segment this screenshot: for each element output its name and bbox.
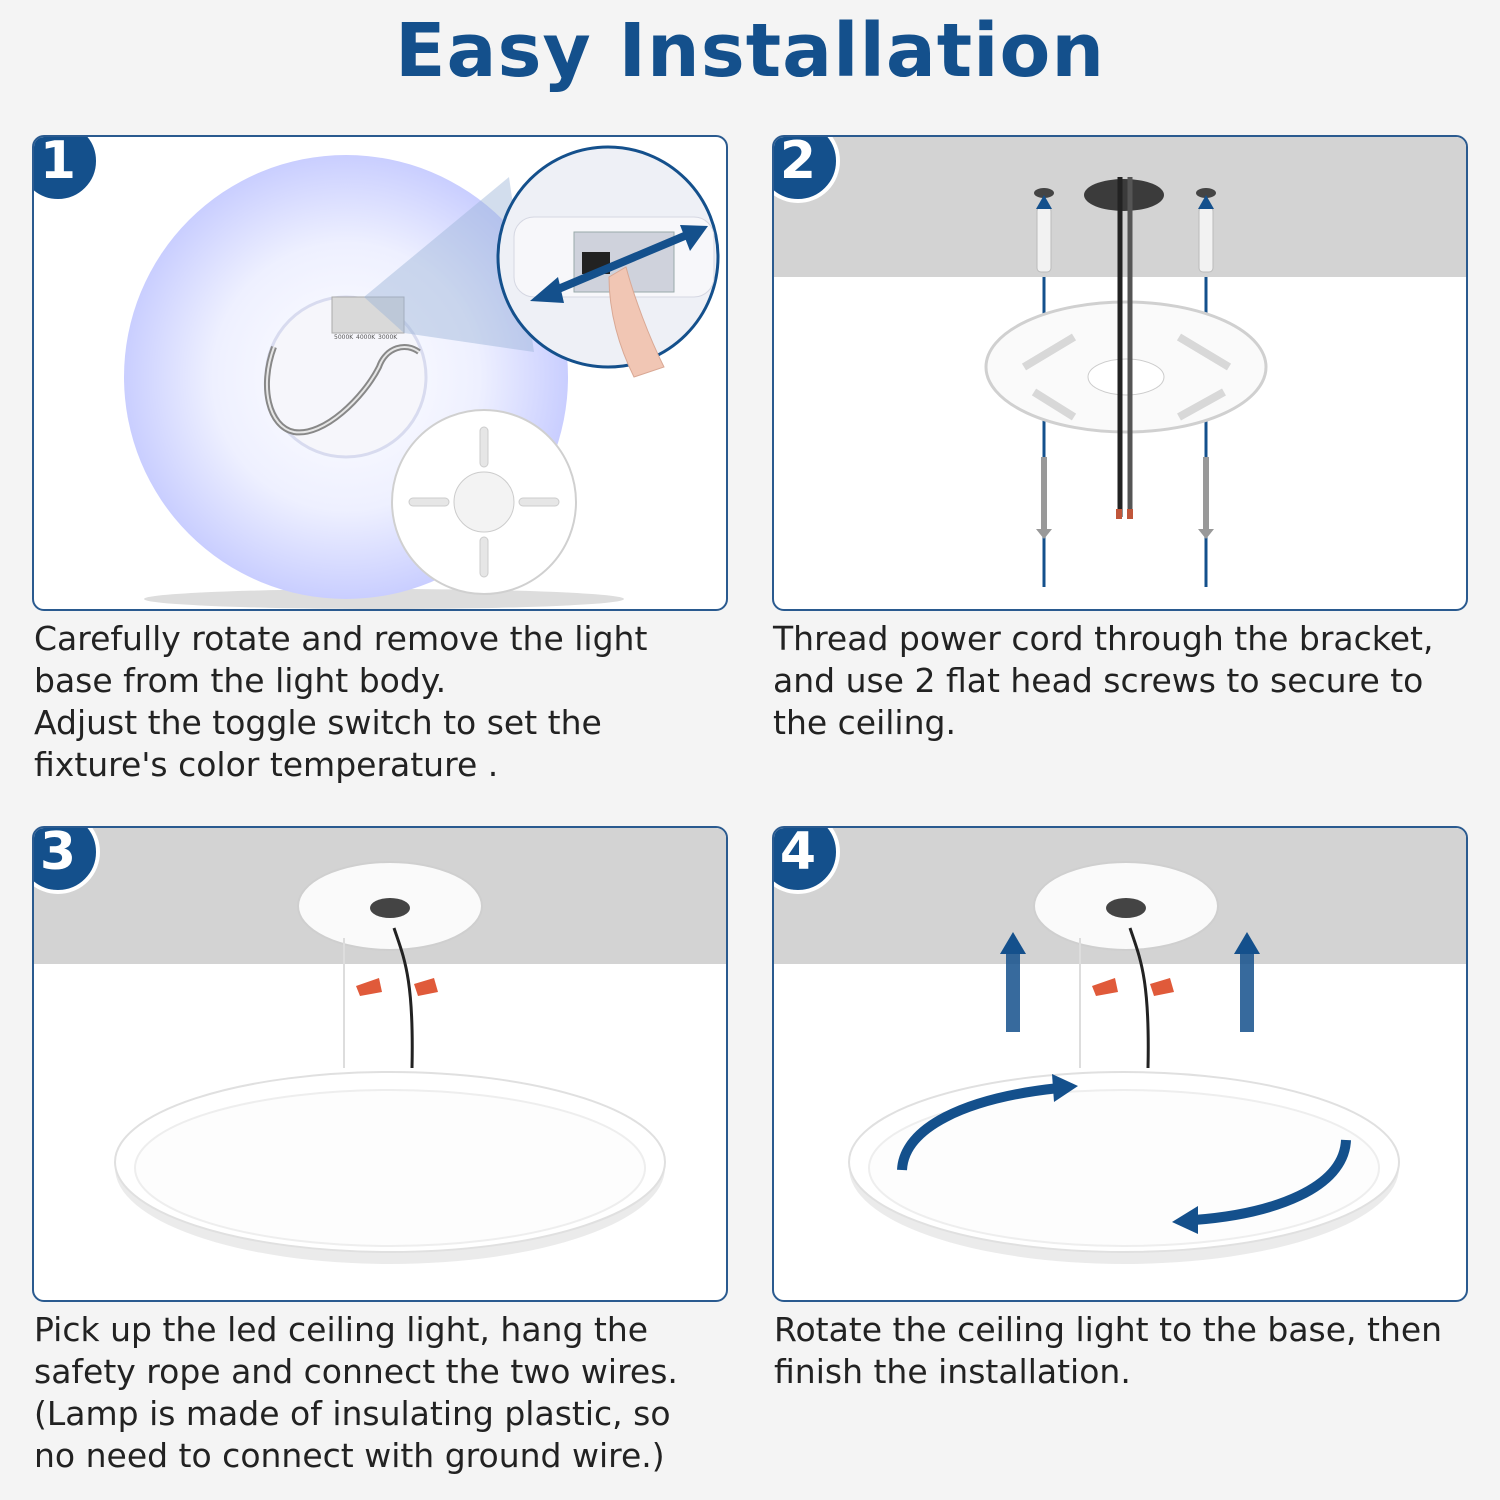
caption-line: finish the installation. — [774, 1352, 1131, 1391]
black-wire — [392, 927, 414, 1069]
caption-line: Pick up the led ceiling light, hang the — [34, 1310, 649, 1349]
step-1-illustration: 5000K 4000K 3000K — [124, 145, 720, 609]
ceiling-base — [297, 861, 483, 951]
caption-line: no need to connect with ground wire.) — [34, 1436, 665, 1475]
zoom-beam — [364, 177, 534, 352]
wire-nut-left — [356, 978, 382, 996]
ceiling-base — [1033, 861, 1219, 951]
screw-left — [1036, 457, 1052, 539]
caption-line: fixture's color temperature . — [34, 745, 499, 784]
step-2-illustration — [774, 137, 1466, 587]
rotate-arrow-bottom-icon — [1193, 1139, 1351, 1225]
finger — [608, 266, 665, 378]
switch-label-3000: 3000K — [378, 334, 398, 341]
step-3-panel: 3 — [32, 826, 728, 1302]
caption-line: Thread power cord through the bracket, — [773, 619, 1434, 658]
step-1-panel: 5000K 4000K 3000K 1 — [32, 135, 728, 611]
step-4-illustration — [774, 828, 1466, 1264]
wall-anchor-left — [1036, 206, 1052, 273]
caption-line: the ceiling. — [773, 703, 956, 742]
caption-line: Adjust the toggle switch to set the — [34, 703, 602, 742]
bracket — [984, 300, 1268, 434]
wire-nut-right — [414, 978, 438, 996]
led-ceiling-light — [114, 1071, 666, 1264]
page-title: Easy Installation — [394, 8, 1106, 94]
step-3-caption: Pick up the led ceiling light, hang the … — [34, 1309, 734, 1477]
switch-label-4000: 4000K — [356, 334, 376, 341]
step-2-caption: Thread power cord through the bracket, a… — [773, 618, 1473, 744]
wall-anchor-right — [1198, 206, 1214, 273]
screw-right — [1198, 457, 1214, 539]
led-ceiling-light — [848, 1071, 1400, 1264]
rotate-arrow-top-icon — [897, 1083, 1060, 1171]
ceiling-hole — [1084, 179, 1164, 211]
step-1-caption: Carefully rotate and remove the light ba… — [34, 618, 734, 786]
switch-box — [331, 296, 405, 334]
mounting-bracket — [391, 409, 577, 595]
step-4-caption: Rotate the ceiling light to the base, th… — [774, 1309, 1474, 1393]
step-4-panel: 4 — [772, 826, 1468, 1302]
step-3-badge: 3 — [34, 828, 100, 894]
caption-line: Carefully rotate and remove the light — [34, 619, 648, 658]
up-arrow-right-icon — [1234, 932, 1260, 1032]
double-arrow-icon — [542, 228, 696, 299]
step-1-badge: 1 — [34, 137, 100, 203]
caption-line: (Lamp is made of insulating plastic, so — [34, 1394, 671, 1433]
caption-line: and use 2 flat head screws to secure to — [773, 661, 1424, 700]
step-3-illustration — [34, 828, 726, 1264]
caption-line: safety rope and connect the two wires. — [34, 1352, 678, 1391]
step-2-panel: 2 — [772, 135, 1468, 611]
caption-line: base from the light body. — [34, 661, 447, 700]
caption-line: Rotate the ceiling light to the base, th… — [774, 1310, 1443, 1349]
switch-label-5000: 5000K — [334, 334, 354, 341]
up-arrow-left-icon — [1000, 932, 1026, 1032]
